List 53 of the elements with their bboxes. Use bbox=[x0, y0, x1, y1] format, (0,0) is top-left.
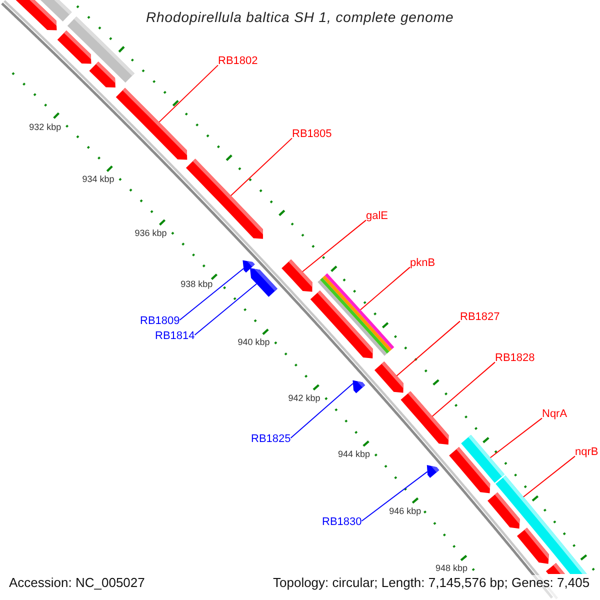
leader-line bbox=[361, 471, 428, 522]
gene-block bbox=[546, 563, 565, 574]
diagram-title: Rhodopirellula baltica SH 1, complete genome bbox=[146, 9, 454, 26]
gene-bar bbox=[318, 273, 394, 356]
scale-label: 946 kbp bbox=[389, 506, 422, 518]
gene-label: RB1809 bbox=[140, 315, 180, 328]
gene-label: RB1830 bbox=[322, 516, 362, 530]
leader-line bbox=[290, 383, 354, 438]
gene-block bbox=[374, 362, 404, 393]
leader-line bbox=[179, 268, 244, 320]
gene-block bbox=[426, 464, 440, 478]
leader-line bbox=[522, 456, 576, 498]
gene-label: RB1828 bbox=[495, 352, 535, 366]
leader-line bbox=[360, 266, 410, 310]
gene-label: RB1802 bbox=[218, 55, 258, 68]
gene-block bbox=[400, 391, 449, 445]
leader-line bbox=[302, 220, 366, 272]
gene-block bbox=[186, 158, 264, 239]
gene-label: RB1814 bbox=[155, 330, 195, 344]
leader-line bbox=[432, 362, 496, 417]
gene-label: nqrB bbox=[575, 446, 598, 460]
leader-line bbox=[490, 418, 542, 458]
genome-info-text: Topology: circular; Length: 7,145,576 bp; Genes: 7,405 bbox=[273, 575, 590, 591]
leader-line bbox=[230, 138, 292, 196]
scale-label: 944 kbp bbox=[338, 448, 370, 460]
leader-line bbox=[194, 283, 258, 336]
gene-label: NqrA bbox=[542, 408, 568, 422]
gene-block bbox=[449, 447, 490, 494]
accession-text: Accession: NC_005027 bbox=[9, 575, 145, 591]
gene-bar bbox=[40, 0, 72, 22]
gene-block bbox=[488, 492, 520, 529]
gene-block bbox=[89, 62, 116, 88]
scale-label: 940 kbp bbox=[238, 337, 270, 348]
gene-block bbox=[310, 290, 373, 358]
gene-label: RB1827 bbox=[460, 311, 500, 324]
leader-line bbox=[158, 64, 218, 123]
gene-block bbox=[57, 30, 92, 64]
scale-label: 948 kbp bbox=[435, 562, 468, 574]
gene-block bbox=[352, 380, 366, 394]
gene-label: RB1825 bbox=[251, 433, 291, 446]
scale-label: 938 kbp bbox=[180, 279, 213, 290]
scale-label: 934 kbp bbox=[82, 174, 114, 186]
scale-label: 942 kbp bbox=[288, 392, 320, 404]
gene-block bbox=[516, 528, 549, 564]
gene-label: galE bbox=[366, 210, 388, 224]
leader-line bbox=[396, 320, 460, 376]
gene-block bbox=[250, 268, 278, 297]
scale-label: 932 kbp bbox=[29, 122, 62, 132]
gene-label: pknB bbox=[410, 257, 436, 270]
scale-label: 936 kbp bbox=[134, 228, 167, 239]
gene-block bbox=[282, 259, 312, 292]
gene-block bbox=[116, 88, 188, 160]
gene-label: RB1805 bbox=[292, 128, 332, 142]
